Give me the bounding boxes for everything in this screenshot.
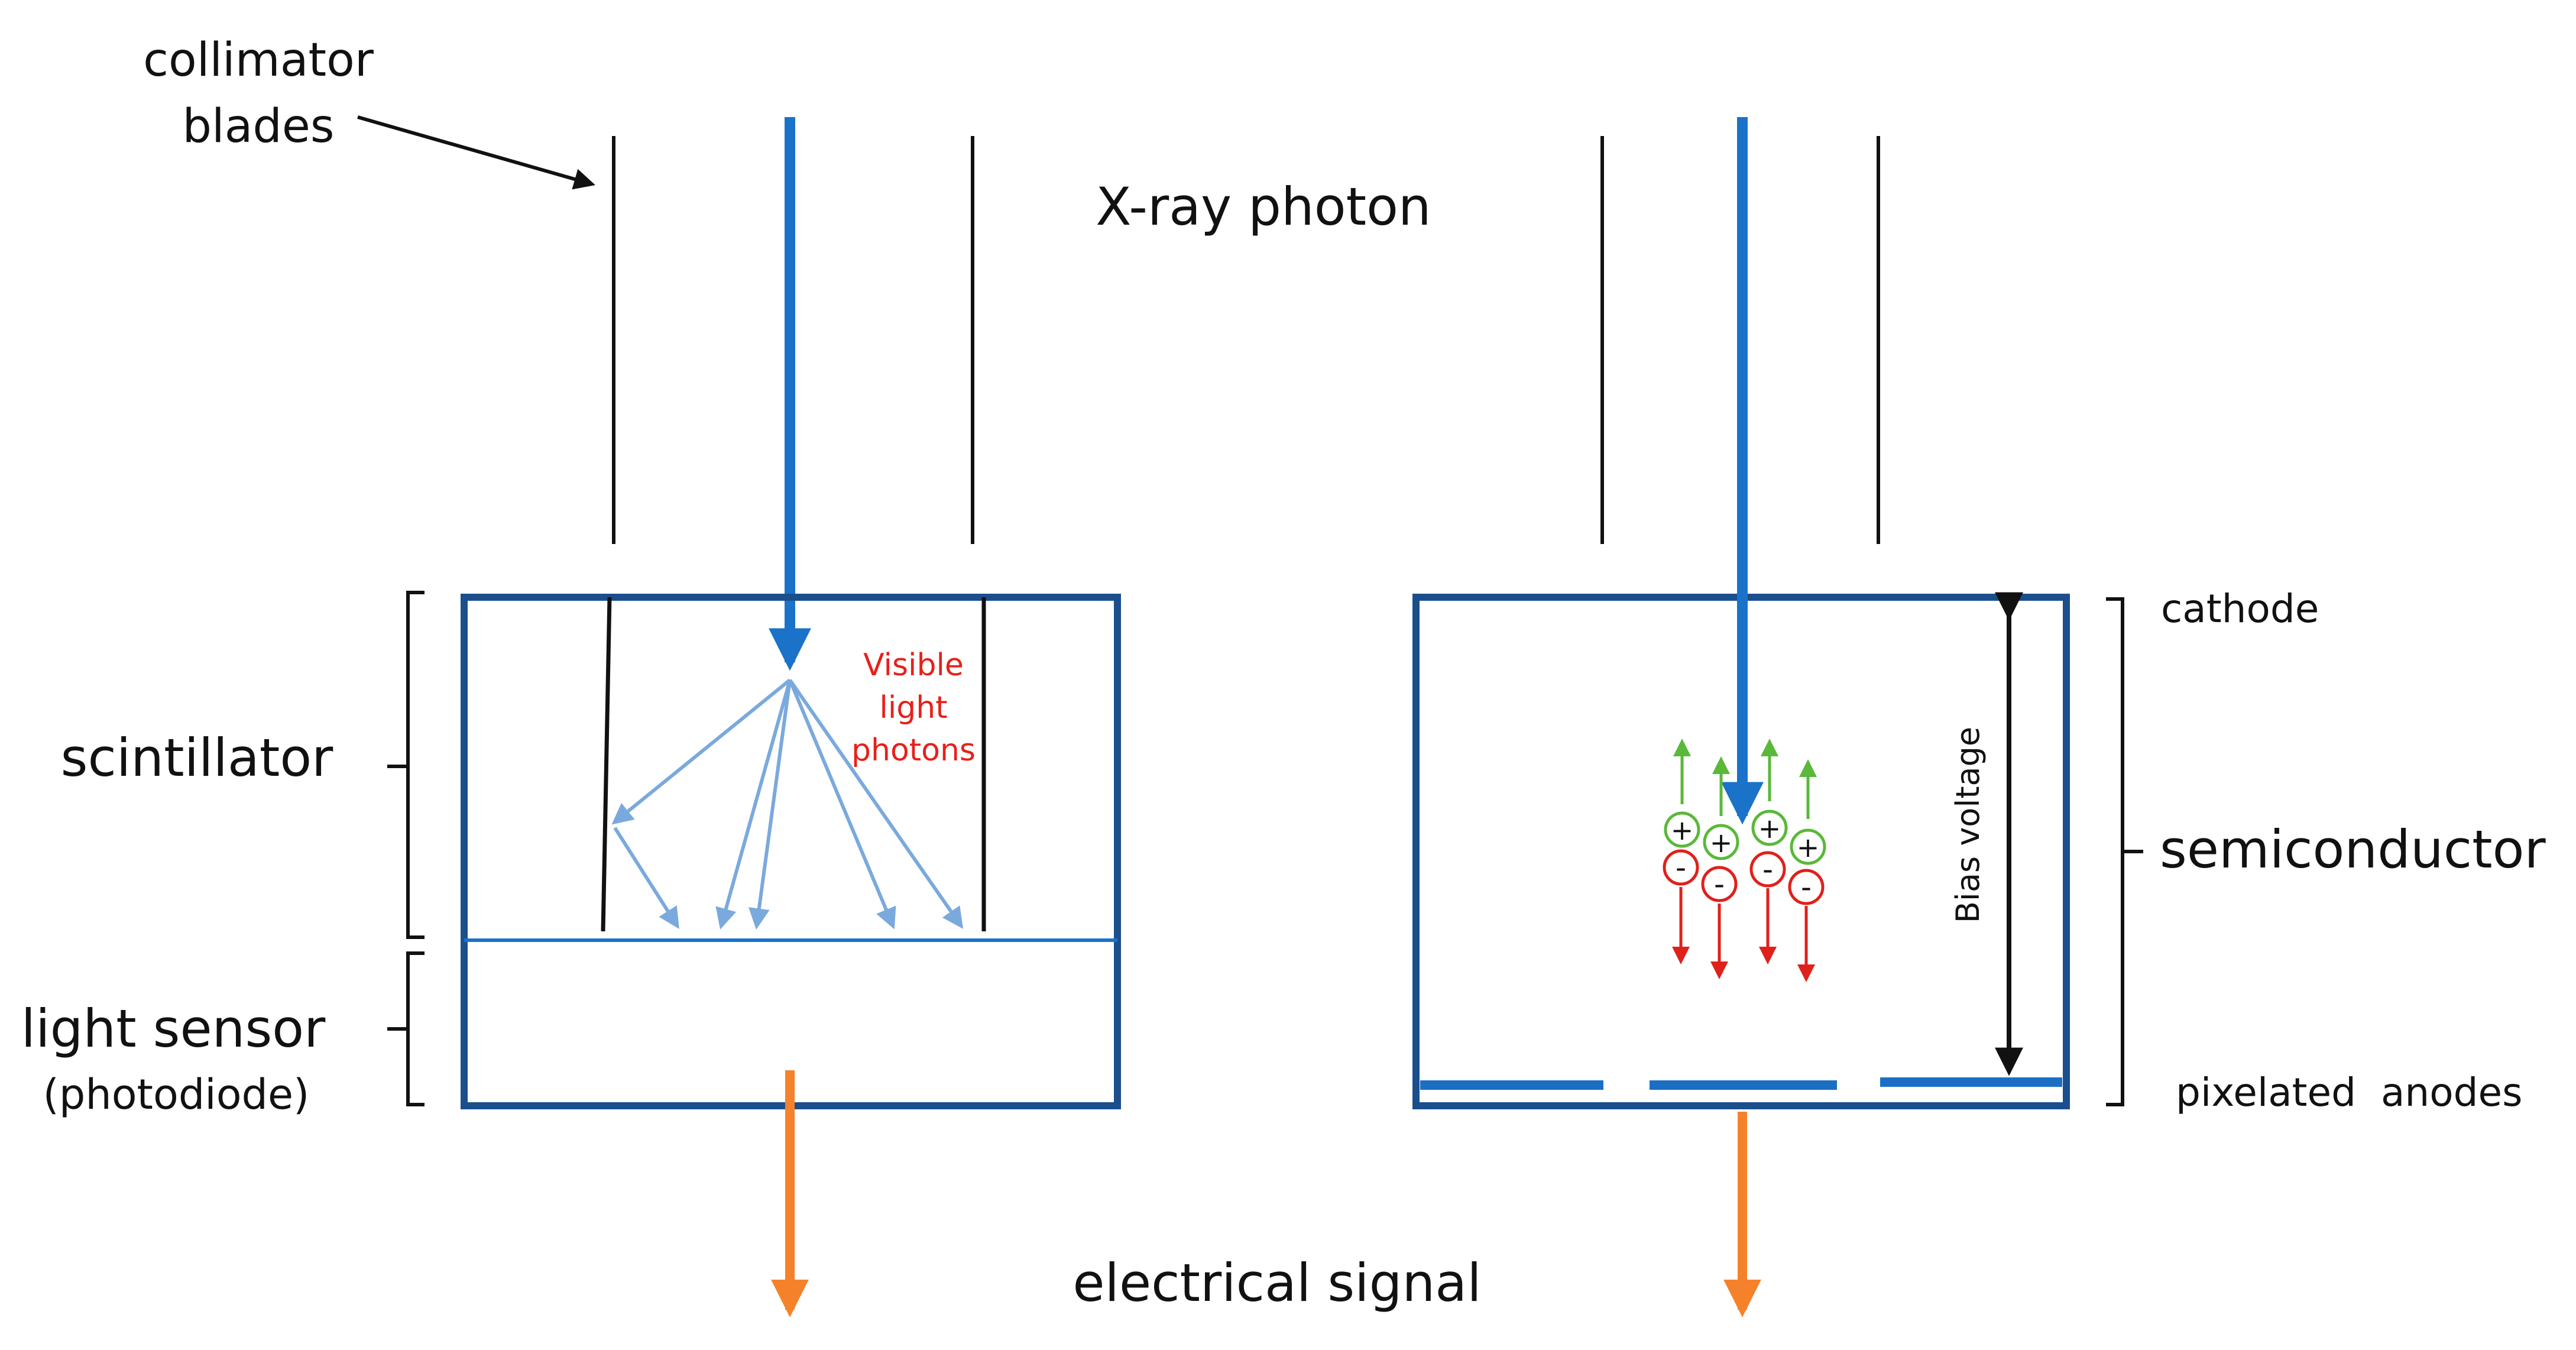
negative-charge-1-symbol: - [1676, 850, 1686, 885]
negative-charge-4: - [1788, 869, 1825, 982]
xray-photon-label: X-ray photon [1096, 176, 1431, 237]
positive-charge-1: + [1664, 739, 1700, 848]
light-ray-2 [715, 679, 792, 930]
pixelated-anodes-label: pixelated anodes [2176, 1070, 2523, 1115]
positive-charges: + + + + [1664, 739, 1826, 865]
bias-voltage-label: Bias voltage [1949, 727, 1987, 923]
septa-left [601, 597, 612, 932]
scintillator-label: scintillator [61, 727, 334, 788]
negative-charge-3: - [1749, 851, 1786, 964]
electrical-signal-label: electrical signal [1072, 1252, 1481, 1313]
negative-charge-1: - [1663, 849, 1699, 964]
light-ray-3 [749, 679, 792, 930]
positive-charge-2: + [1703, 756, 1739, 860]
positive-charge-4: + [1790, 759, 1826, 865]
pixelated-anodes [1420, 1077, 2062, 1090]
positive-charge-2-symbol: + [1710, 827, 1733, 859]
positive-charge-3-symbol: + [1758, 812, 1781, 844]
negative-charge-2: - [1701, 866, 1738, 979]
positive-charge-1-symbol: + [1671, 814, 1694, 846]
light-ray-5 [788, 679, 964, 929]
semiconductor-label: semiconductor [2160, 819, 2546, 880]
collimator-label-line1: collimator [143, 34, 374, 87]
light-ray-4 [788, 679, 896, 930]
collimator-label-line2: blades [182, 100, 334, 153]
scintillator-bracket [387, 591, 425, 939]
visible-light-label-line3: photons [851, 733, 976, 768]
photodiode-label: (photodiode) [43, 1070, 310, 1119]
light-ray-1b [613, 827, 679, 930]
light-ray-1 [611, 678, 791, 825]
collimator-pointer-arrow [357, 115, 595, 190]
negative-charge-3-symbol: - [1762, 852, 1773, 886]
visible-light-rays [611, 678, 964, 930]
scintillator-detector-box [461, 594, 1121, 1109]
light-sensor-bracket [387, 951, 425, 1106]
light-sensor-label: light sensor [21, 998, 326, 1059]
positive-charge-4-symbol: + [1797, 831, 1820, 863]
visible-light-label-line1: Visible [863, 648, 964, 683]
negative-charge-2-symbol: - [1714, 867, 1725, 901]
negative-charge-4-symbol: - [1801, 870, 1812, 904]
semiconductor-bracket [2106, 597, 2143, 1106]
visible-light-label-line2: light [879, 690, 947, 726]
negative-charges: - - - - [1663, 849, 1825, 982]
positive-charge-3: + [1751, 739, 1788, 846]
cathode-label: cathode [2161, 586, 2319, 632]
